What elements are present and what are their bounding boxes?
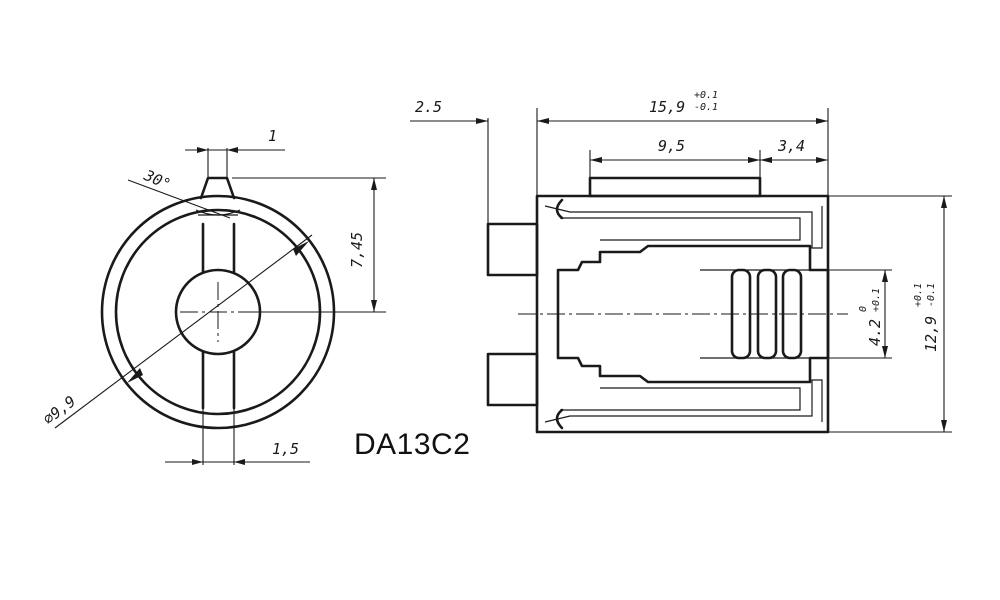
pointer-nub bbox=[199, 176, 236, 200]
outer-tol-upper: +0.1 bbox=[913, 283, 924, 307]
outer-tol-lower: -0.1 bbox=[926, 283, 937, 307]
inner-length-label: 9,5 bbox=[658, 137, 685, 155]
front-length-arrow-right bbox=[816, 157, 828, 163]
front-length-arrow-left bbox=[760, 157, 772, 163]
side-view: 2.5 15,9 +0.1 -0.1 9,5 3,4 4.2 0 +0.1 bbox=[410, 90, 952, 434]
diameter-dim-line bbox=[54, 234, 313, 429]
slot-groove-top bbox=[555, 198, 564, 220]
pin-upper bbox=[486, 222, 539, 277]
bore-tol-upper: 0 bbox=[858, 306, 869, 312]
height-arrow-top bbox=[371, 178, 377, 190]
part-number-label: DA13C2 bbox=[354, 428, 471, 461]
bore-arrow-top bbox=[882, 270, 888, 282]
front-view: ⌀9,9 30° 1 7,45 1,5 bbox=[40, 127, 386, 465]
height-arrow-bottom bbox=[371, 300, 377, 312]
diameter-label: ⌀9,9 bbox=[40, 392, 80, 428]
slot-width-arrow-left bbox=[192, 459, 203, 465]
length-tol-upper: +0.1 bbox=[694, 90, 718, 101]
outer-arrow-bottom bbox=[941, 420, 947, 432]
slot-groove-bottom bbox=[555, 408, 564, 430]
inner-length-arrow-left bbox=[590, 157, 602, 163]
bore-tol-lower: +0.1 bbox=[871, 288, 882, 312]
inner-wall-top bbox=[560, 217, 801, 241]
length-tol-lower: -0.1 bbox=[694, 102, 718, 113]
top-width-arrow-right bbox=[227, 147, 238, 153]
height-label: 7,45 bbox=[348, 232, 366, 268]
inner-wall-bottom bbox=[560, 387, 801, 411]
bore-arrow-bottom bbox=[882, 346, 888, 358]
offset-label: 2.5 bbox=[415, 98, 442, 116]
front-length-label: 3,4 bbox=[777, 137, 805, 155]
top-width-arrow-left bbox=[197, 147, 208, 153]
length-arrow-right bbox=[816, 118, 828, 124]
bore-label: 4.2 bbox=[866, 319, 884, 346]
offset-arrow bbox=[476, 118, 488, 124]
angle-label: 30° bbox=[140, 166, 173, 194]
top-boss bbox=[588, 176, 762, 198]
top-width-label: 1 bbox=[268, 127, 277, 145]
length-arrow-left bbox=[537, 118, 549, 124]
angle-leader bbox=[127, 179, 231, 219]
outer-arrow-top bbox=[941, 196, 947, 208]
pin-lower bbox=[486, 352, 539, 407]
inner-shell-top bbox=[544, 205, 823, 249]
inner-length-arrow-right bbox=[748, 157, 760, 163]
slot-width-label: 1,5 bbox=[272, 440, 299, 458]
diameter-arrow-upper bbox=[293, 241, 309, 256]
length-label: 15,9 bbox=[649, 98, 685, 116]
diameter-arrow-lower bbox=[127, 368, 143, 383]
outer-label: 12,9 bbox=[922, 316, 940, 352]
slot-width-arrow-right bbox=[234, 459, 245, 465]
inner-shell-bottom bbox=[544, 379, 823, 423]
